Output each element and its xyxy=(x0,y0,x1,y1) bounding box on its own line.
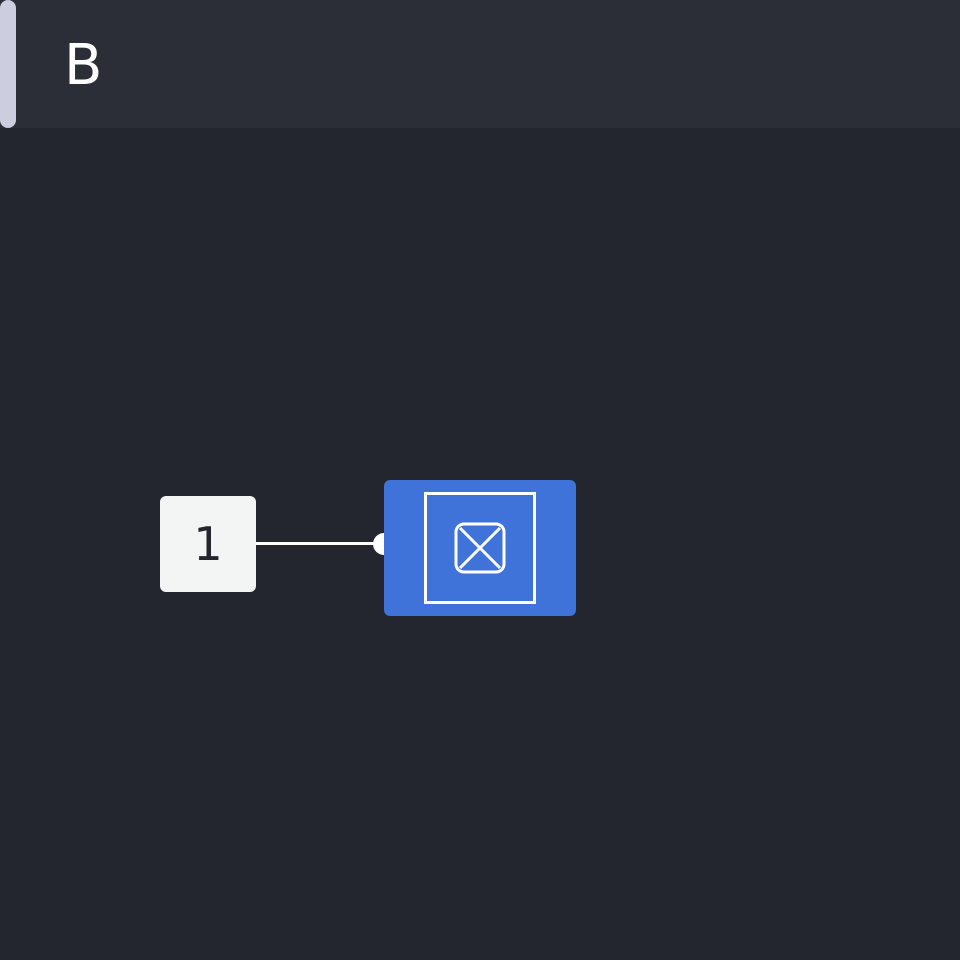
connector-line xyxy=(256,542,384,545)
input-node[interactable]: 1 xyxy=(160,496,256,592)
header-bar: B xyxy=(0,0,960,128)
box-x-icon xyxy=(454,522,506,574)
header-accent-bar xyxy=(0,0,16,128)
input-node-label: 1 xyxy=(193,517,223,571)
header-title: B xyxy=(64,33,103,98)
operation-node-frame xyxy=(424,492,536,604)
operation-node[interactable] xyxy=(384,480,576,616)
